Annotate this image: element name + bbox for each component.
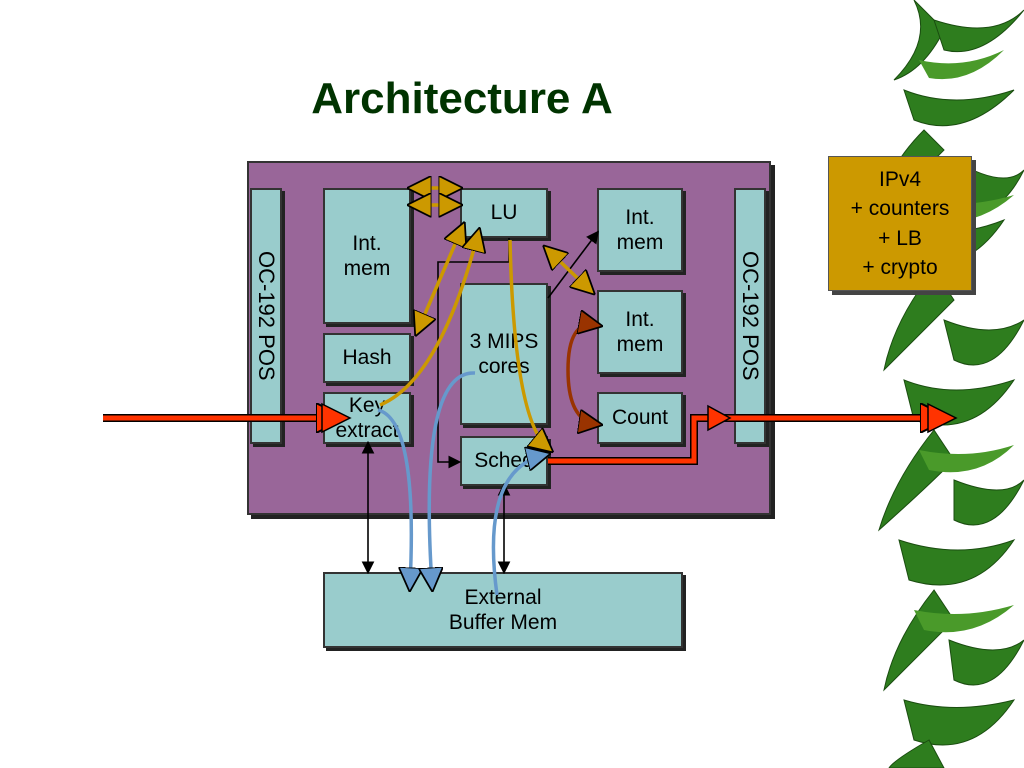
- port-out-block: OC-192 POS: [734, 188, 766, 444]
- int-mem-left-block: Int. mem: [323, 188, 411, 324]
- control-lines: [361, 230, 599, 575]
- packet-data-path: [103, 414, 940, 465]
- count-block: Count: [597, 392, 683, 444]
- output-arrowhead: [927, 402, 958, 434]
- int-mem-top-right-block: Int. mem: [597, 188, 683, 272]
- external-buffer-mem-block: External Buffer Mem: [323, 572, 683, 648]
- int-mem-mid-right-block: Int. mem: [597, 290, 683, 374]
- port-in-block: OC-192 POS: [250, 188, 282, 444]
- input-arrowhead: [321, 402, 352, 434]
- mips-cores-block: 3 MIPS cores: [460, 283, 548, 425]
- feature-note-box: IPv4 + counters + LB + crypto: [828, 156, 972, 291]
- count-path: [566, 325, 596, 424]
- slide-title: Architecture A: [311, 74, 613, 123]
- lookup-paths: [379, 188, 590, 448]
- port-out-arrowhead: [707, 404, 732, 432]
- key-extract-block: Key extract: [323, 392, 411, 444]
- hash-block: Hash: [323, 333, 411, 383]
- buffer-paths: [377, 371, 544, 596]
